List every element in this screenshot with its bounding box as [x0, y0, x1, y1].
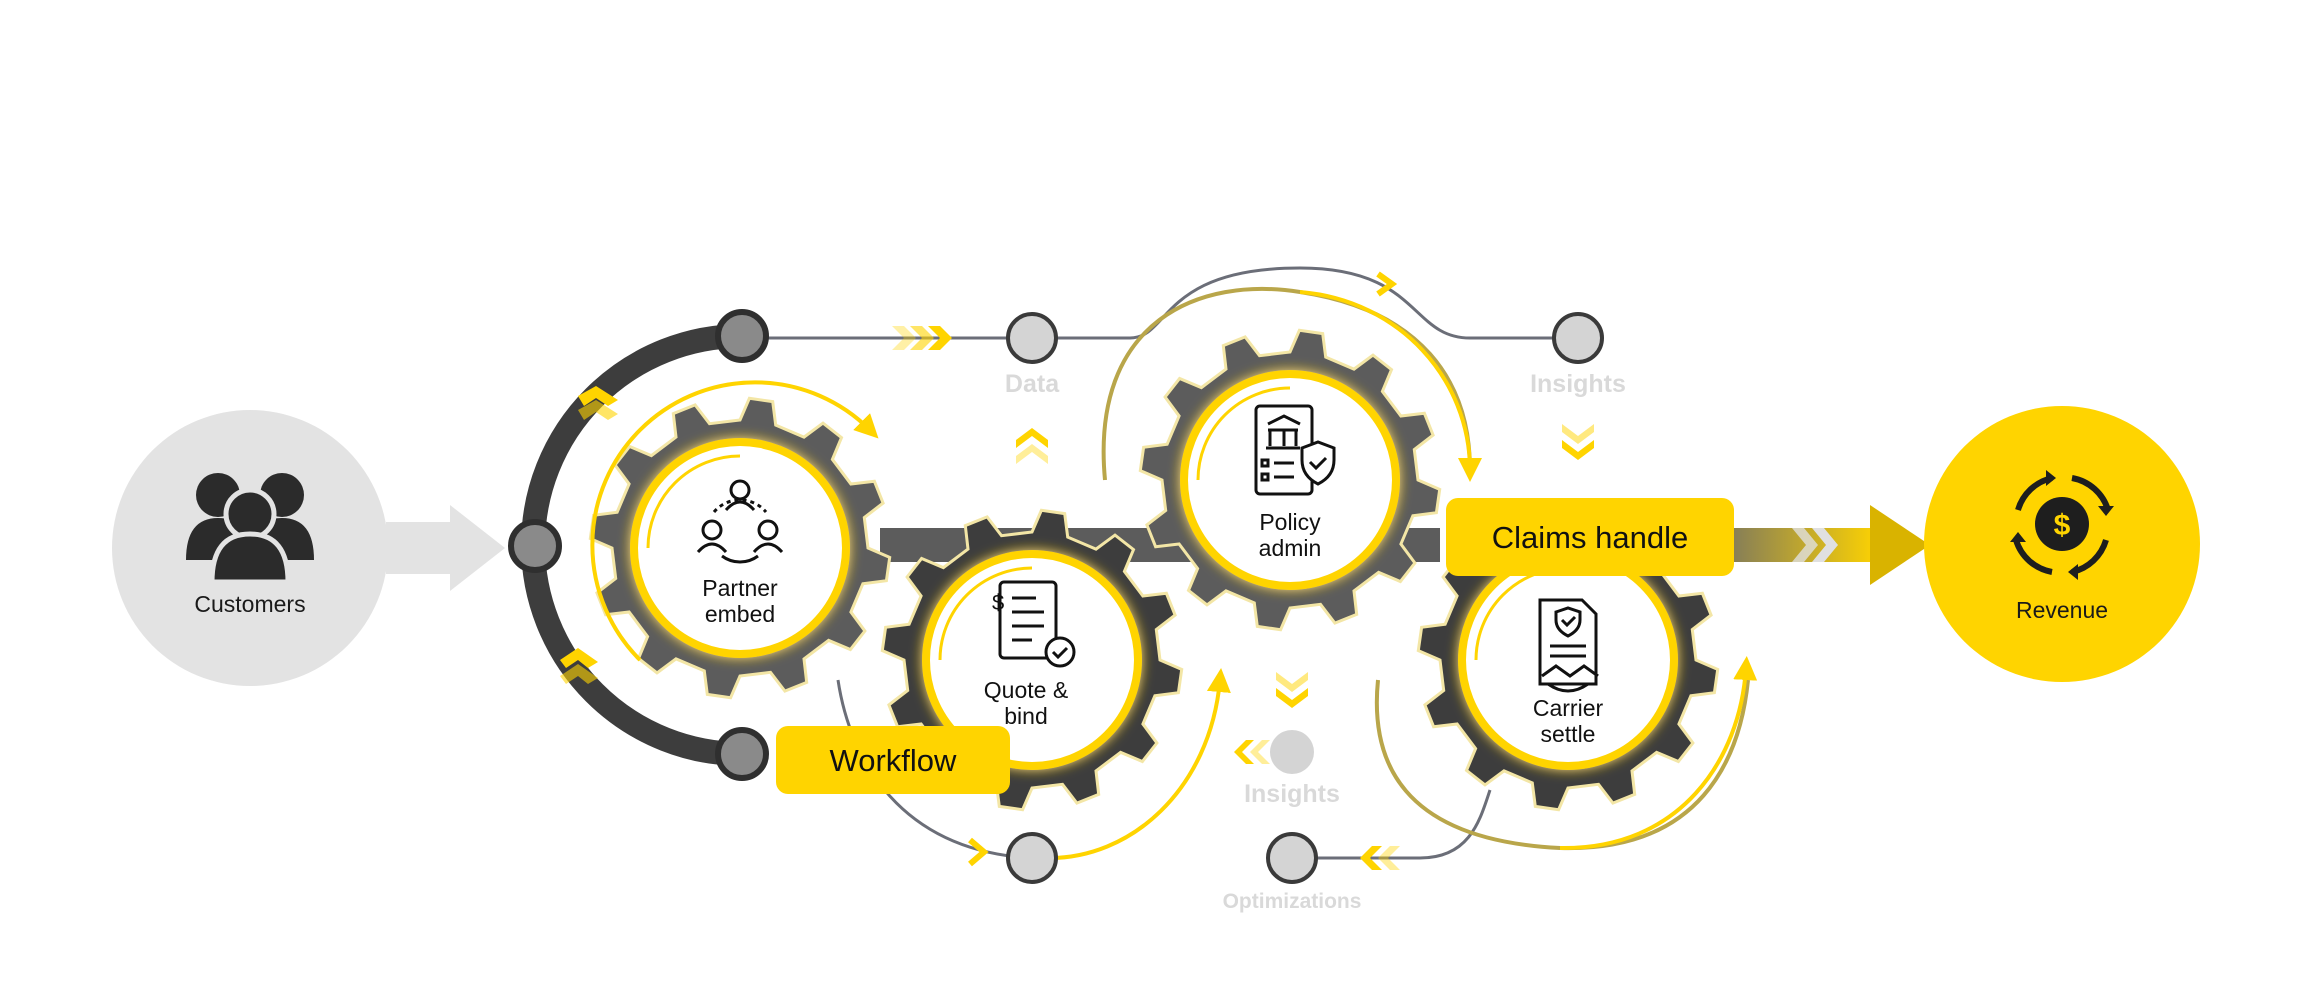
- customers-label: Customers: [194, 591, 305, 617]
- output-chevrons-icon: [1792, 528, 1838, 562]
- inbound-arrow: [386, 505, 505, 591]
- claims-badge-label: Claims handle: [1492, 520, 1688, 555]
- carrier-outer-loop: [1374, 679, 1750, 851]
- carrier-orbit-arrow: [1559, 656, 1758, 851]
- optimizations-label: Optimizations: [1223, 890, 1362, 913]
- mid-left-chevrons-icon: [1234, 740, 1270, 764]
- gear-quote-hub: [922, 550, 1142, 770]
- optimizations-chevrons-icon: [1360, 846, 1400, 870]
- quote-bottom-chevron-icon: [968, 837, 989, 867]
- top-flow-line: [742, 266, 1578, 340]
- arc-chevron-top-icon: [578, 386, 618, 420]
- node-data: [1006, 312, 1058, 364]
- gear-partner-hub: [630, 438, 850, 658]
- gear-policy-hub: [1180, 370, 1400, 590]
- workflow-badge: Workflow: [776, 726, 1010, 794]
- data-chevrons-icon: [892, 326, 952, 350]
- policy-label-line1: Policy: [1259, 509, 1321, 535]
- arc-chevron-bottom-icon: [560, 648, 598, 684]
- policy-label-line2: admin: [1259, 535, 1322, 561]
- node-left: [508, 519, 562, 573]
- dollar-cycle-icon: $: [2010, 470, 2114, 580]
- gear-partner-inner-arc: [646, 454, 741, 549]
- revenue-label: Revenue: [2016, 597, 2108, 623]
- gear-quote-inner-arc: [938, 566, 1033, 661]
- policy-orbit-arrow: [1299, 290, 1482, 482]
- data-up-chevrons-icon: [1016, 428, 1048, 464]
- insights-mid-label: Insights: [1244, 780, 1340, 808]
- policy-top-chevron-icon: [1376, 271, 1398, 297]
- partner-label-line2: embed: [705, 601, 775, 627]
- node-bottom-quote: [1006, 832, 1058, 884]
- gear-partner: [588, 396, 892, 700]
- quote-icon: $: [992, 580, 1076, 668]
- quote-label-line2: bind: [1004, 703, 1047, 729]
- workflow-badge-label: Workflow: [830, 743, 958, 778]
- customers-node: Customers: [112, 410, 388, 686]
- partner-label-line1: Partner: [702, 575, 778, 601]
- gear-policy-inner-arc: [1196, 386, 1291, 481]
- claims-badge: Claims handle: [1446, 498, 1734, 576]
- carrier-label-line1: Carrier: [1533, 695, 1604, 721]
- output-arrow-head: [1870, 505, 1930, 585]
- node-insights-top: [1552, 312, 1604, 364]
- customers-icon: [186, 473, 314, 585]
- gear-policy: [1138, 328, 1442, 632]
- quote-orbit-arrow: [1045, 668, 1231, 861]
- data-label: Data: [1005, 370, 1060, 398]
- gear-carrier: [1416, 508, 1720, 812]
- policy-icon: [1254, 404, 1336, 496]
- node-bottom-left: [715, 727, 769, 781]
- insights-top-label: Insights: [1530, 370, 1626, 398]
- mid-down-chevrons-icon: [1276, 672, 1308, 708]
- quote-label-line1: Quote &: [984, 677, 1068, 703]
- svg-text:$: $: [2054, 509, 2071, 542]
- carrier-icon: [1538, 598, 1599, 693]
- insights-down-chevrons-icon: [1562, 424, 1594, 460]
- node-optimizations: [1266, 832, 1318, 884]
- carrier-label-line2: settle: [1541, 721, 1596, 747]
- partner-orbit-arrow: [590, 380, 879, 662]
- policy-outer-loop: [1101, 287, 1472, 481]
- revenue-node: $ Revenue: [1924, 406, 2200, 682]
- svg-text:$: $: [992, 590, 1004, 615]
- node-insights-mid: [1270, 730, 1314, 774]
- partner-icon: [696, 479, 784, 564]
- bottom-right-flow-line: [1292, 789, 1492, 860]
- node-top-left: [715, 309, 769, 363]
